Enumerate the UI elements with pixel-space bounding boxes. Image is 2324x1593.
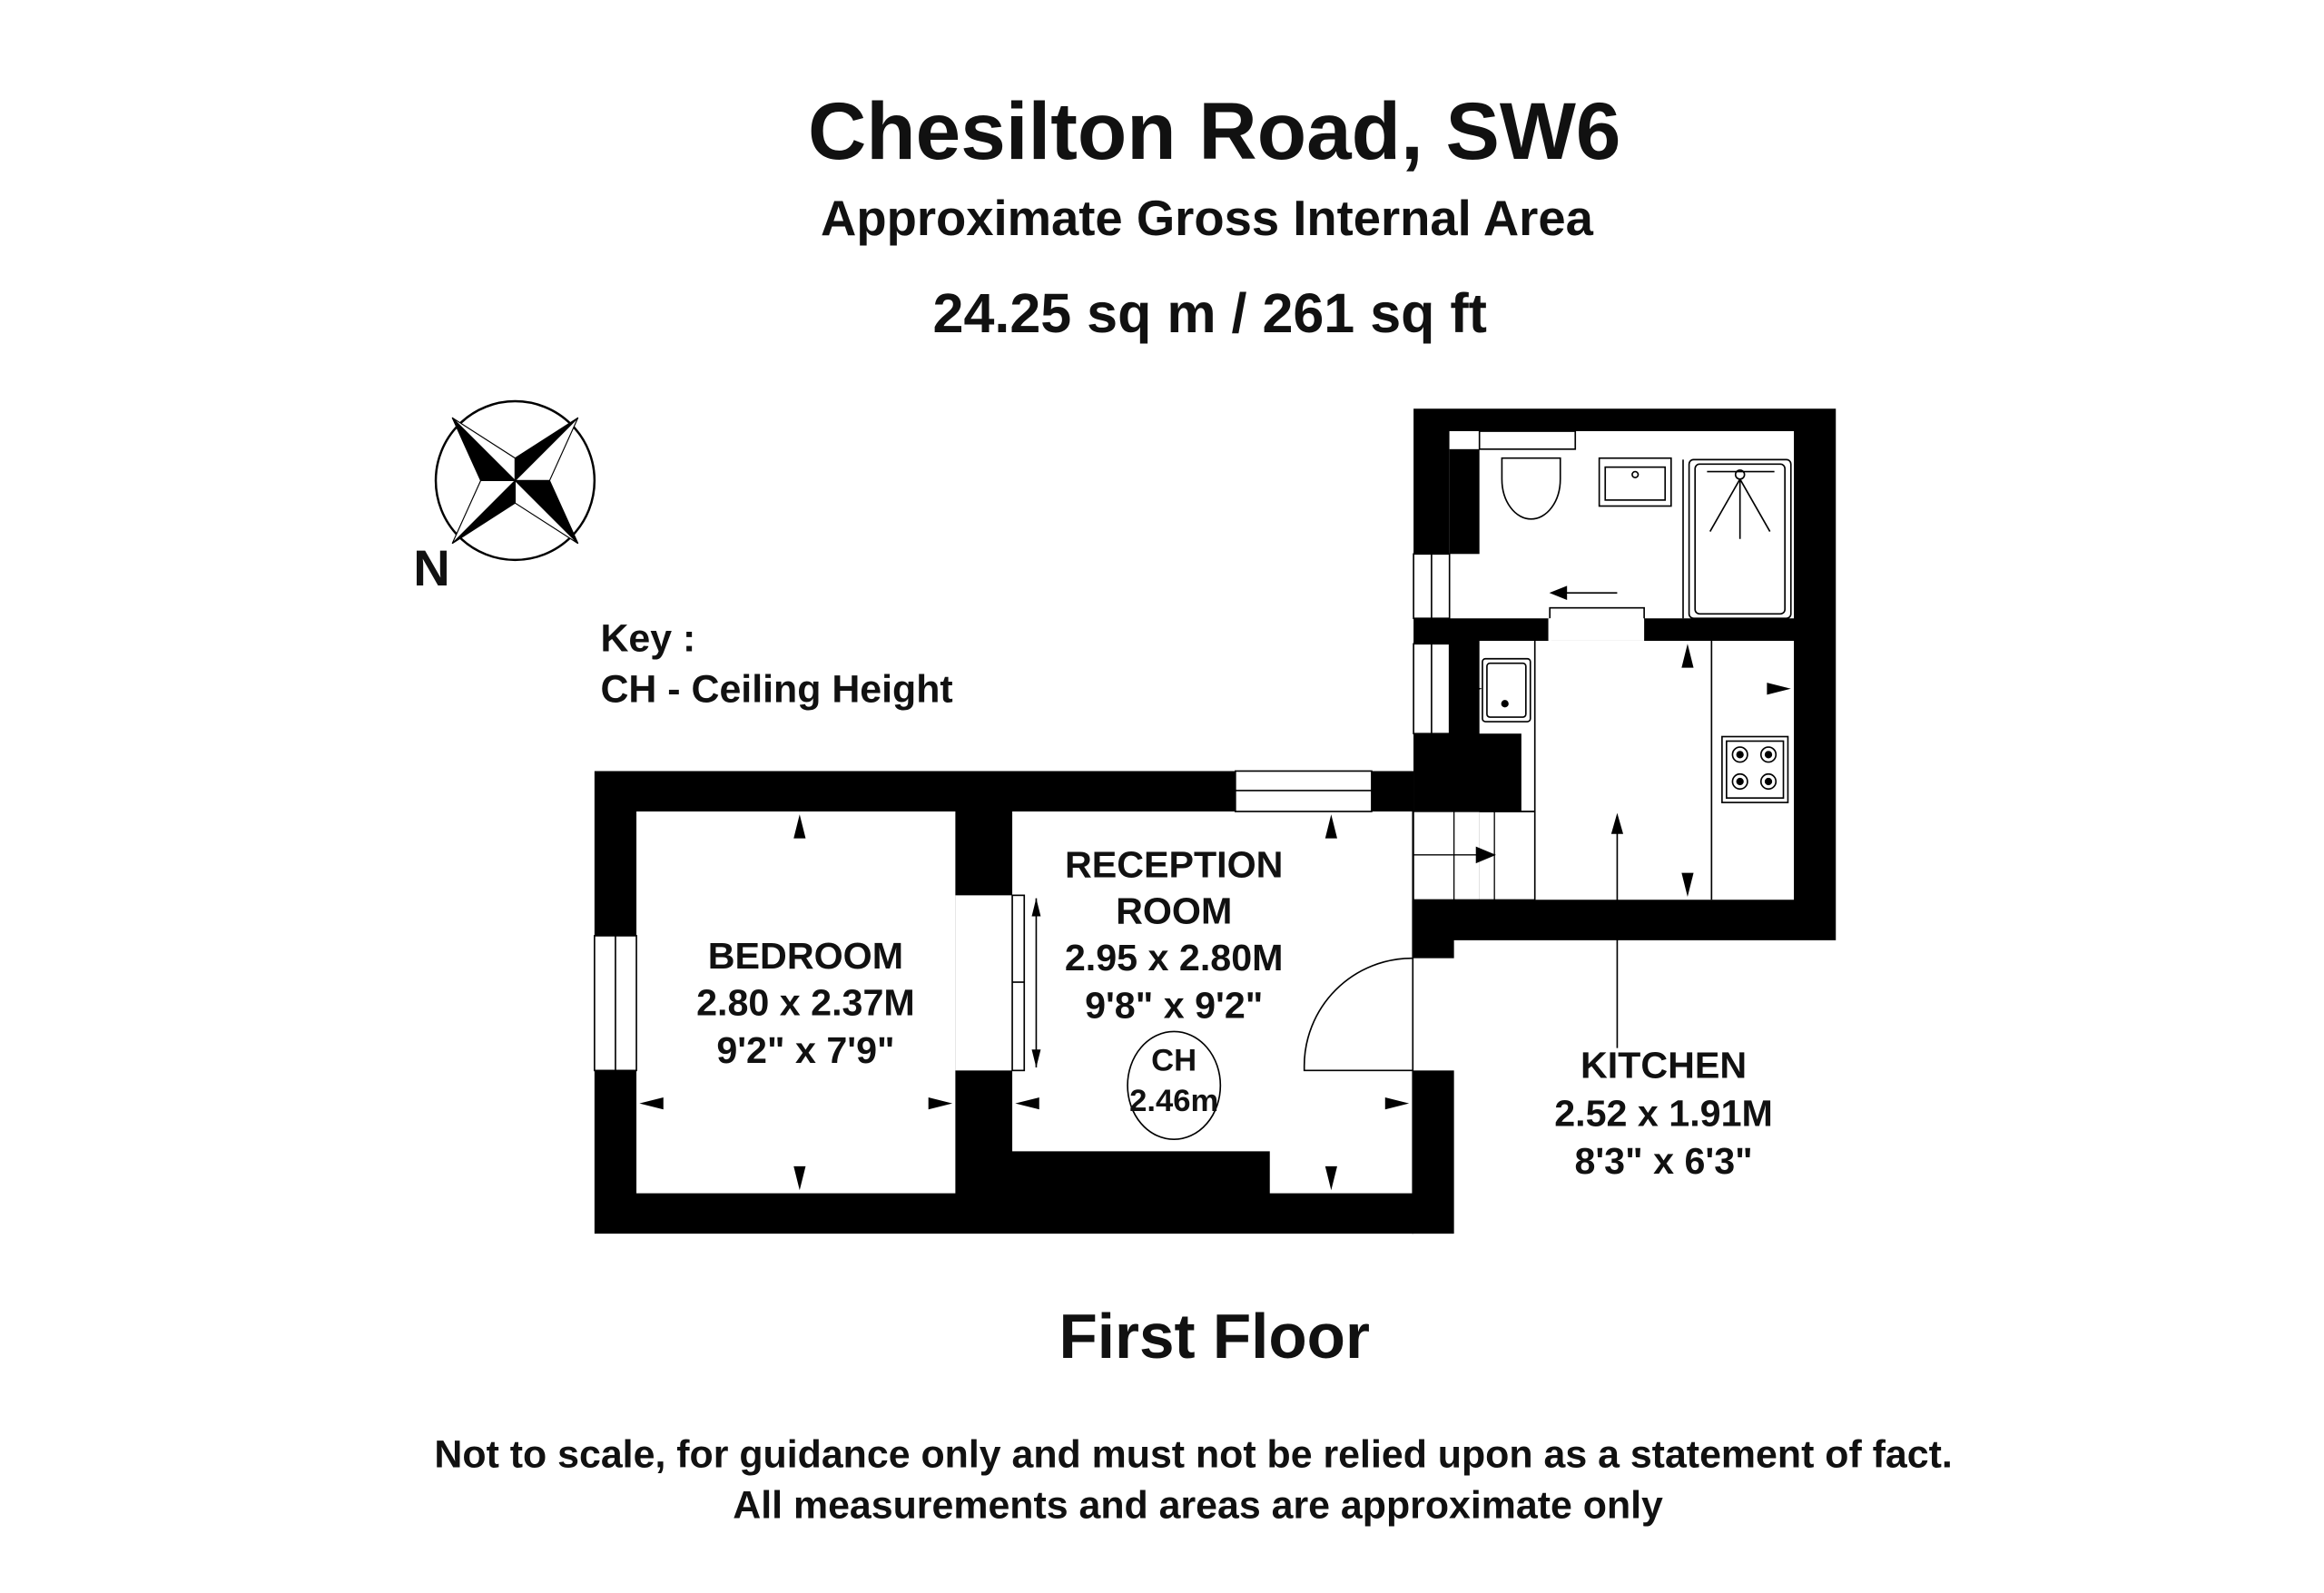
kitchen-metric: 2.52 x 1.91M: [1554, 1092, 1773, 1134]
plan-title: Chesilton Road, SW6: [808, 85, 1620, 176]
disclaimer-line1: Not to scale, for guidance only and must…: [434, 1432, 1952, 1476]
bedroom-name: BEDROOM: [708, 935, 903, 977]
reception-name-line2: ROOM: [1116, 890, 1232, 932]
disclaimer-line2: All measurements and areas are approxima…: [733, 1484, 1663, 1528]
compass-north-label: N: [413, 539, 449, 596]
plan-subtitle: Approximate Gross Internal Area: [821, 191, 1594, 246]
compass-icon: [434, 399, 596, 562]
floor-label: First Floor: [1059, 1301, 1369, 1372]
shower-icon: [1688, 458, 1792, 620]
doors: [1011, 585, 1645, 1072]
basin-icon: [1598, 457, 1672, 507]
reception-name-line1: RECEPTION: [1065, 844, 1283, 886]
reception-imperial: 9'8" x 9'2": [1085, 985, 1263, 1027]
kitchen-imperial: 8'3" x 6'3": [1574, 1140, 1752, 1182]
bedroom-imperial: 9'2" x 7'9": [716, 1029, 894, 1071]
hob-icon: [1721, 735, 1789, 803]
key-title: Key :: [600, 617, 695, 661]
windows: [594, 430, 1577, 1072]
measurement-arrows: [639, 644, 1791, 1191]
toilet-icon: [1501, 457, 1561, 520]
bedroom-metric: 2.80 x 2.37M: [696, 981, 915, 1023]
ceiling-height-value: 2.46m: [1129, 1084, 1218, 1118]
ceiling-height-marker: [1127, 1030, 1222, 1141]
kitchen-name: KITCHEN: [1581, 1045, 1747, 1087]
fixtures: [1479, 457, 1792, 900]
reception-metric: 2.95 x 2.80M: [1065, 937, 1284, 978]
walls: [594, 408, 1837, 1234]
key-entry: CH - Ceiling Height: [600, 668, 952, 712]
plan-area: 24.25 sq m / 261 sq ft: [933, 282, 1487, 344]
ceiling-height-label: CH: [1151, 1043, 1196, 1077]
sink-icon: [1482, 657, 1531, 723]
